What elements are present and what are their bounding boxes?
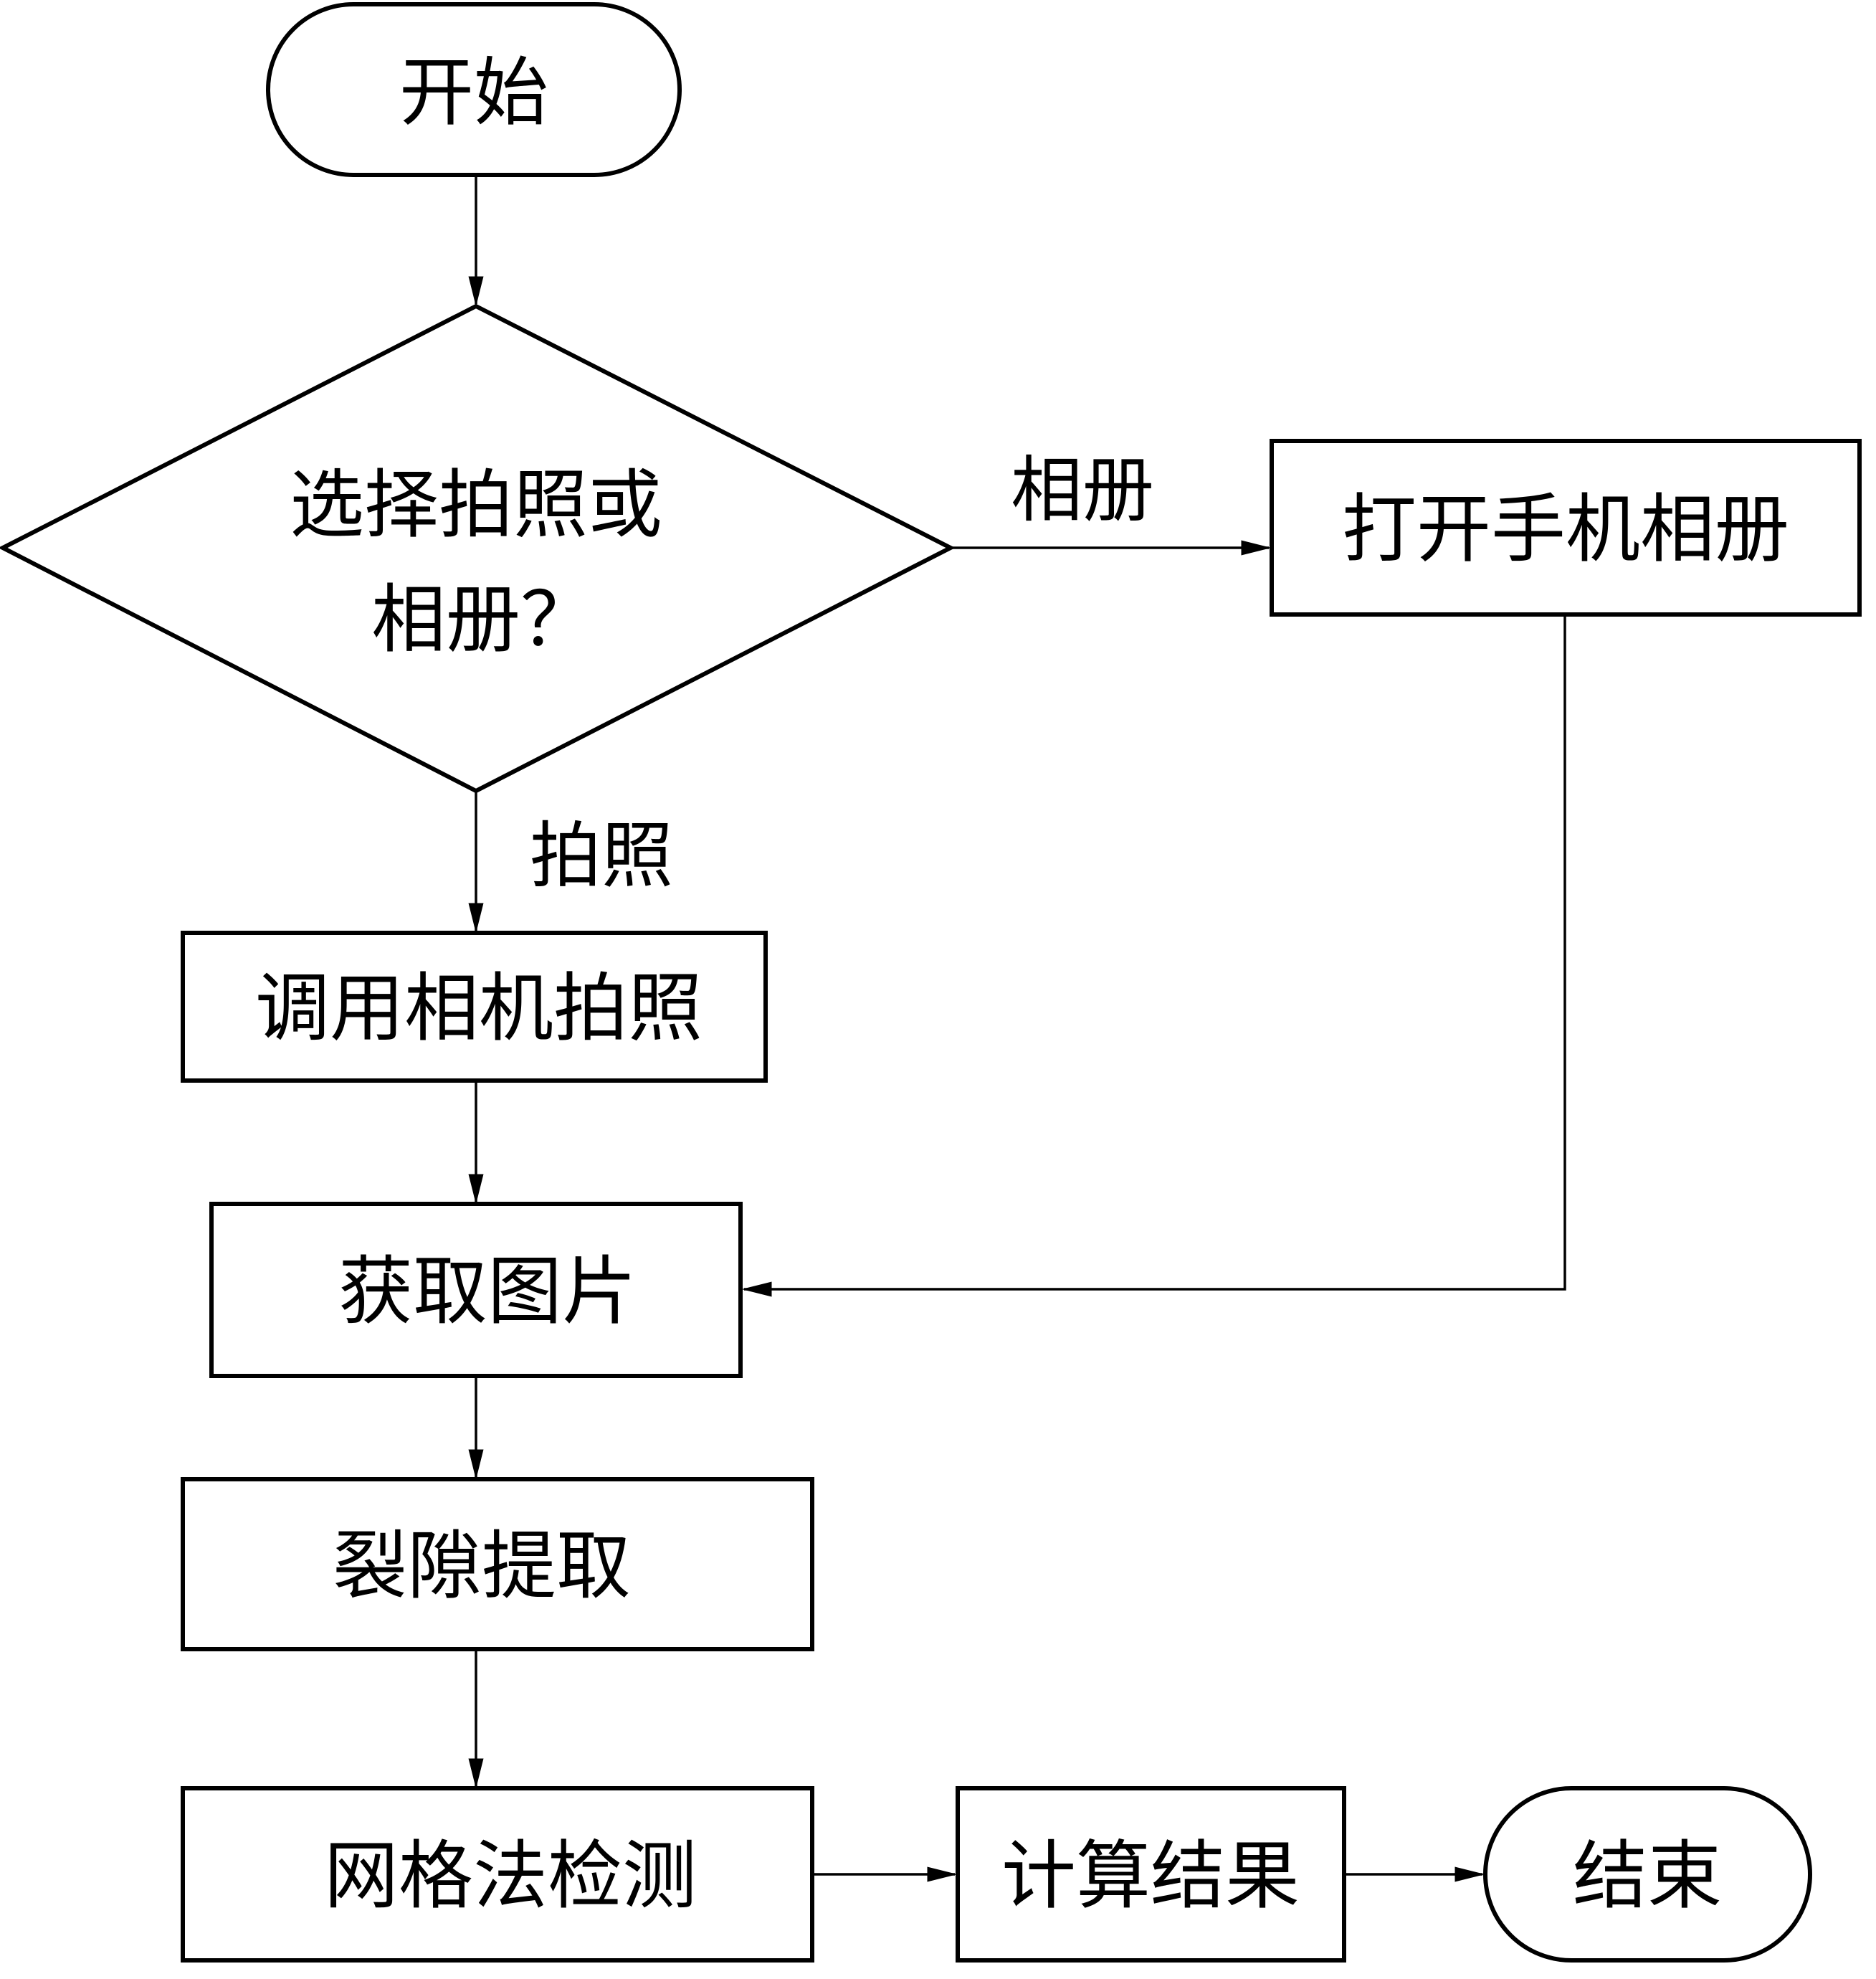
call-camera-node: 调用相机拍照 (181, 931, 768, 1083)
start-node: 开始 (266, 2, 682, 177)
compute-result-node: 计算结果 (956, 1786, 1346, 1963)
decision-label-line1: 选择拍照或 (290, 461, 662, 549)
get-image-node: 获取图片 (209, 1202, 743, 1378)
edges (468, 176, 1566, 1882)
grid-detect-node: 网格法检测 (181, 1786, 814, 1963)
edge-label-album: 相册 (1011, 448, 1154, 532)
crack-extract-node: 裂隙提取 (181, 1477, 814, 1651)
edge-album-image (741, 614, 1566, 1297)
crack-extract-label: 裂隙提取 (333, 1522, 631, 1610)
open-album-label: 打开手机相册 (1342, 485, 1789, 573)
end-label: 结束 (1573, 1832, 1722, 1919)
compute-result-label: 计算结果 (1001, 1832, 1300, 1919)
call-camera-label: 调用相机拍照 (255, 964, 703, 1052)
get-image-label: 获取图片 (338, 1248, 637, 1335)
decision-node: 选择拍照或 相册？ (0, 303, 956, 794)
start-label: 开始 (399, 49, 548, 136)
end-node: 结束 (1483, 1786, 1812, 1963)
edge-label-photo: 拍照 (530, 814, 673, 898)
decision-label-line2: 相册？ (371, 576, 595, 663)
open-album-node: 打开手机相册 (1270, 439, 1862, 617)
grid-detect-label: 网格法检测 (324, 1832, 697, 1919)
